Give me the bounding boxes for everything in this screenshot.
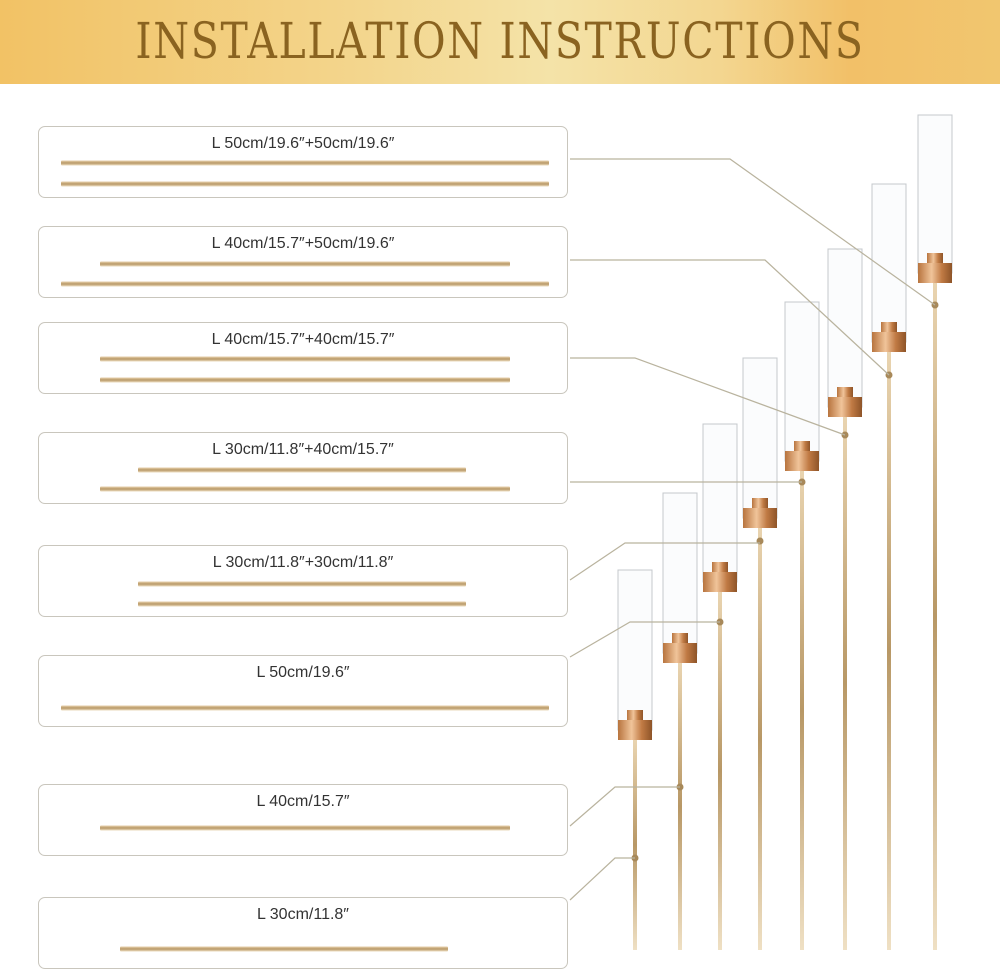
glass-cylinder — [617, 569, 653, 731]
glass-cylinder — [871, 183, 907, 343]
rod-50cm — [61, 160, 549, 166]
holder-cap — [712, 562, 728, 574]
candle-pole — [758, 528, 762, 950]
candle-pole — [933, 283, 937, 950]
candle-pole — [718, 592, 722, 950]
glass-cylinder — [742, 357, 778, 519]
candle-pole — [633, 740, 637, 950]
holder-base — [918, 263, 952, 283]
part-label: L 50cm/19.6″ — [256, 664, 350, 681]
glass-cylinder — [917, 114, 953, 274]
holder-cap — [927, 253, 943, 265]
part-label: L 30cm/11.8″+30cm/11.8″ — [212, 554, 394, 571]
rod-30cm — [120, 946, 448, 952]
part-box-7: L 40cm/15.7″ — [38, 784, 568, 856]
rod-30cm — [138, 581, 466, 587]
holder-cap — [794, 441, 810, 453]
leader-line — [569, 857, 635, 901]
part-box-8: L 30cm/11.8″ — [38, 897, 568, 969]
rod-50cm — [61, 281, 549, 287]
rod-40cm — [100, 825, 510, 831]
candle-pole — [678, 663, 682, 950]
holder-cap — [837, 387, 853, 399]
candle-pole — [887, 352, 891, 950]
part-label: L 40cm/15.7″ — [256, 793, 350, 810]
rod-40cm — [100, 356, 510, 362]
rod-30cm — [138, 601, 466, 607]
leader-line — [569, 621, 720, 658]
part-label: L 40cm/15.7″+40cm/15.7″ — [211, 331, 395, 348]
leader-line — [570, 357, 846, 436]
rod-50cm — [61, 181, 549, 187]
part-box-6: L 50cm/19.6″ — [38, 655, 568, 727]
part-label: L 50cm/19.6″+50cm/19.6″ — [211, 135, 395, 152]
rod-50cm — [61, 705, 549, 711]
holder-cap — [881, 322, 897, 334]
part-label: L 40cm/15.7″+50cm/19.6″ — [211, 235, 395, 252]
holder-base — [828, 397, 862, 417]
rod-30cm — [138, 467, 466, 473]
glass-cylinder — [702, 423, 738, 583]
holder-base — [743, 508, 777, 528]
leader-line — [570, 259, 890, 376]
candle-pole — [800, 471, 804, 950]
holder-base — [618, 720, 652, 740]
holder-base — [785, 451, 819, 471]
holder-base — [872, 332, 906, 352]
leader-line — [569, 542, 760, 581]
header-banner: INSTALLATION INSTRUCTIONS — [0, 0, 1000, 84]
glass-cylinder — [827, 248, 863, 408]
holder-base — [663, 643, 697, 663]
holder-cap — [627, 710, 643, 722]
leader-line — [569, 786, 680, 827]
part-label: L 30cm/11.8″ — [257, 906, 349, 923]
rod-40cm — [100, 377, 510, 383]
holder-base — [703, 572, 737, 592]
page-title: INSTALLATION INSTRUCTIONS — [135, 12, 865, 70]
rod-40cm — [100, 261, 510, 267]
holder-cap — [752, 498, 768, 510]
leader-line — [570, 158, 936, 306]
glass-cylinder — [784, 301, 820, 462]
part-label: L 30cm/11.8″+40cm/15.7″ — [212, 441, 394, 458]
rod-40cm — [100, 486, 510, 492]
candle-pole — [843, 417, 847, 950]
holder-cap — [672, 633, 688, 645]
